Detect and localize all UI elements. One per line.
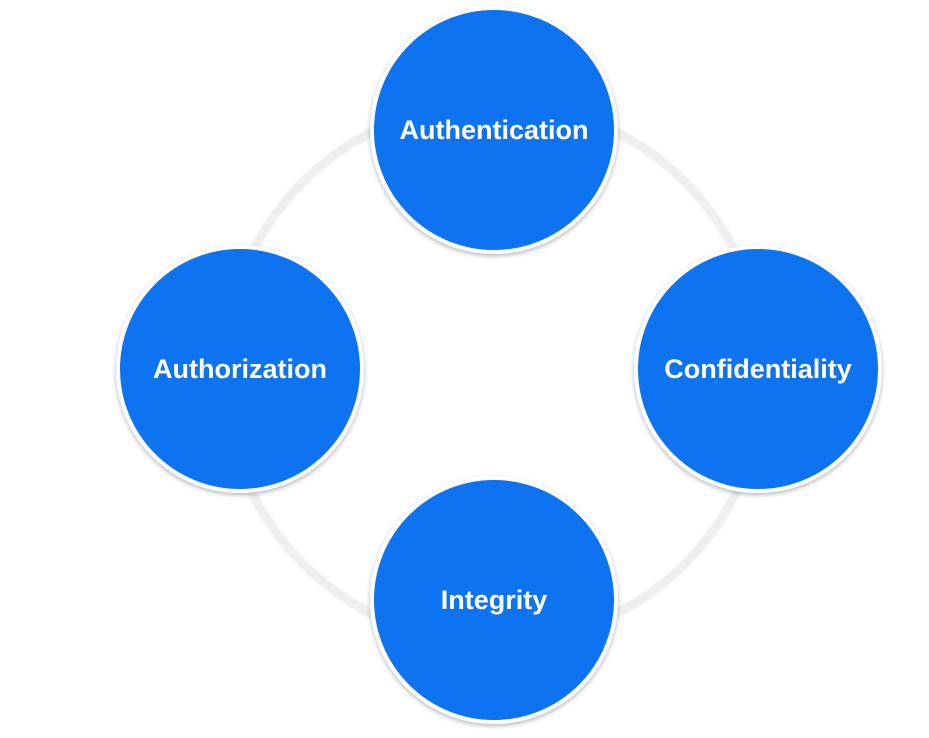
node-authorization: Authorization bbox=[116, 245, 364, 493]
node-integrity: Integrity bbox=[370, 476, 618, 724]
node-confidentiality-label: Confidentiality bbox=[664, 354, 852, 384]
node-integrity-label: Integrity bbox=[441, 585, 548, 615]
node-confidentiality-circle bbox=[634, 245, 882, 493]
node-confidentiality: Confidentiality bbox=[634, 245, 882, 493]
node-authentication-circle bbox=[370, 6, 618, 254]
node-authentication-label: Authentication bbox=[400, 115, 589, 145]
node-integrity-circle bbox=[370, 476, 618, 724]
node-authorization-circle bbox=[116, 245, 364, 493]
node-authentication: Authentication bbox=[370, 6, 618, 254]
node-authorization-label: Authorization bbox=[153, 354, 327, 384]
